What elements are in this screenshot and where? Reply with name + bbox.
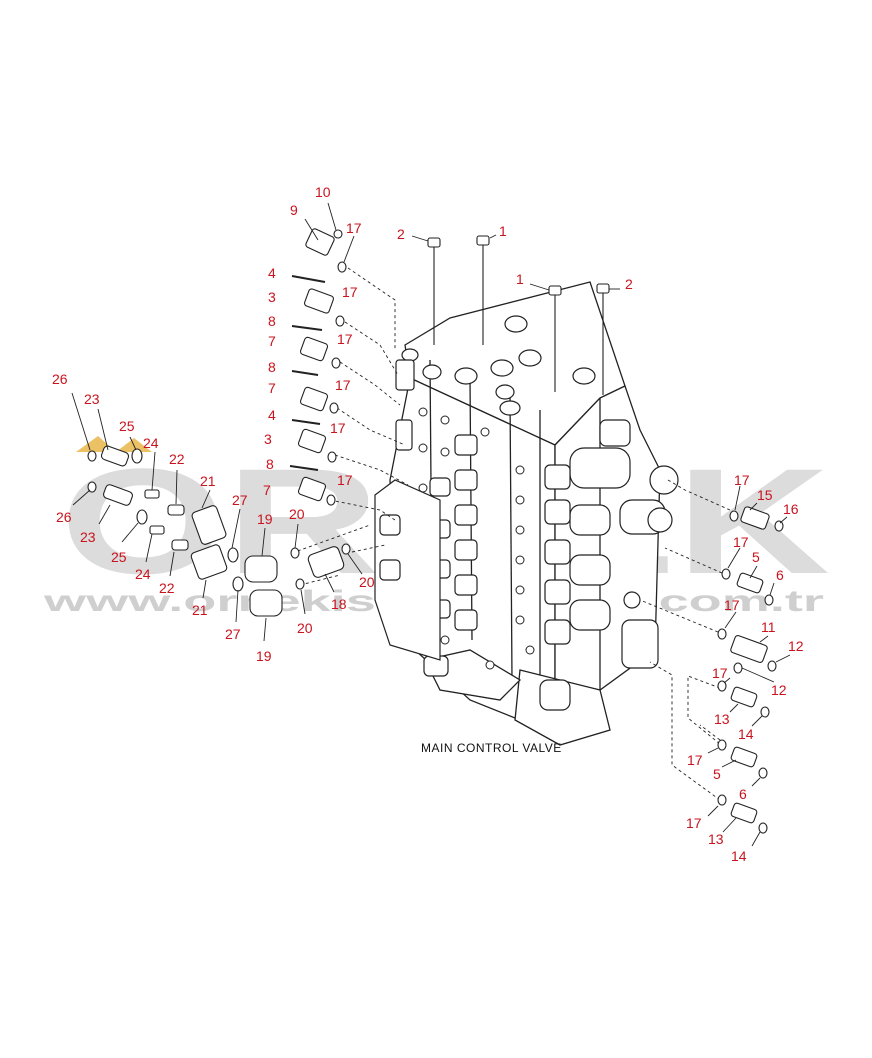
callout-17: 17 xyxy=(337,472,353,488)
callout-8: 8 xyxy=(266,456,274,472)
callout-6: 6 xyxy=(739,786,747,802)
callout-4: 4 xyxy=(268,407,276,423)
callout-17: 17 xyxy=(686,815,702,831)
callout-leaders xyxy=(71,202,791,847)
callout-7: 7 xyxy=(268,380,276,396)
callout-8: 8 xyxy=(268,313,276,329)
callout-2: 2 xyxy=(625,276,633,292)
left-side-assembly xyxy=(374,359,441,661)
callout-20: 20 xyxy=(289,506,305,522)
callout-17: 17 xyxy=(337,331,353,347)
left-fittings xyxy=(289,228,347,506)
callout-17: 17 xyxy=(687,752,703,768)
right-fittings xyxy=(717,506,784,834)
callout-7: 7 xyxy=(263,482,271,498)
callout-12: 12 xyxy=(771,682,787,698)
callout-14: 14 xyxy=(738,726,754,742)
callout-5: 5 xyxy=(752,549,760,565)
callout-3: 3 xyxy=(264,431,272,447)
right-side-solenoids xyxy=(544,419,679,669)
callout-27: 27 xyxy=(225,626,241,642)
callout-25: 25 xyxy=(111,549,127,565)
diagram-title: MAIN CONTROL VALVE xyxy=(421,741,562,755)
callout-17: 17 xyxy=(342,284,358,300)
callout-17: 17 xyxy=(734,472,750,488)
callout-1: 1 xyxy=(499,223,507,239)
callout-17: 17 xyxy=(712,665,728,681)
callout-3: 3 xyxy=(268,289,276,305)
callout-20: 20 xyxy=(359,574,375,590)
callout-24: 24 xyxy=(143,435,159,451)
watermark-accent-icon xyxy=(76,436,152,452)
callout-22: 22 xyxy=(169,451,185,467)
top-bolts xyxy=(427,235,610,395)
callout-2: 2 xyxy=(397,226,405,242)
callout-10: 10 xyxy=(315,184,331,200)
callout-20: 20 xyxy=(297,620,313,636)
callout-6: 6 xyxy=(776,567,784,583)
callout-27: 27 xyxy=(232,492,248,508)
callout-13: 13 xyxy=(714,711,730,727)
callout-17: 17 xyxy=(335,377,351,393)
callout-16: 16 xyxy=(783,501,799,517)
callout-17: 17 xyxy=(330,420,346,436)
callout-26: 26 xyxy=(52,371,68,387)
callout-7: 7 xyxy=(268,333,276,349)
callout-11: 11 xyxy=(761,619,776,635)
left-side-components xyxy=(87,445,351,617)
callout-21: 21 xyxy=(200,473,216,489)
callout-1: 1 xyxy=(516,271,524,287)
dashed-leader-lines xyxy=(291,267,731,801)
callout-14: 14 xyxy=(731,848,747,864)
callout-23: 23 xyxy=(84,391,100,407)
callout-13: 13 xyxy=(708,831,724,847)
callout-17: 17 xyxy=(733,534,749,550)
valve-top-caps xyxy=(401,315,596,416)
callout-21: 21 xyxy=(192,602,208,618)
callout-4: 4 xyxy=(268,265,276,281)
callout-24: 24 xyxy=(135,566,151,582)
callout-19: 19 xyxy=(257,511,273,527)
callout-25: 25 xyxy=(119,418,135,434)
callout-22: 22 xyxy=(159,580,175,596)
callout-5: 5 xyxy=(713,766,721,782)
callout-17: 17 xyxy=(724,597,740,613)
callout-12: 12 xyxy=(788,638,804,654)
callout-15: 15 xyxy=(757,487,773,503)
callout-8: 8 xyxy=(268,359,276,375)
callout-26: 26 xyxy=(56,509,72,525)
callout-17: 17 xyxy=(346,220,362,236)
callout-23: 23 xyxy=(80,529,96,545)
callout-numbers: 10 9 17 2 1 4 1 2 17 3 8 17 7 8 26 17 7 … xyxy=(52,184,804,864)
callout-9: 9 xyxy=(290,202,298,218)
callout-19: 19 xyxy=(256,648,272,664)
callout-18: 18 xyxy=(331,596,347,612)
